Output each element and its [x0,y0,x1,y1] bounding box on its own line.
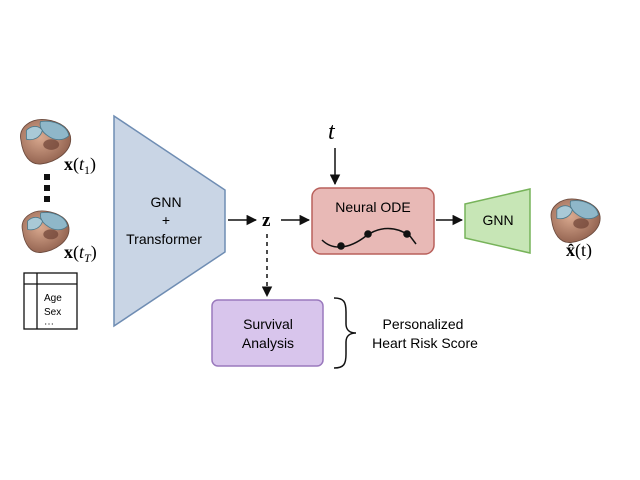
patient-table-icon: Age Sex ⋯ [23,272,78,330]
latent-symbol: z [262,210,271,231]
table-row-more: ⋯ [44,319,54,330]
risk-score-line2: Heart Risk Score [372,335,478,351]
trajectory-point [403,230,411,238]
heart-mesh-icon [21,210,70,254]
gnn-decoder-block: GNN [464,188,531,254]
gnn-decoder-label: GNN [482,212,513,228]
encoder-block: GNN + Transformer [113,114,226,328]
encoder-label-line2: + [162,212,170,228]
encoder-label-line1: GNN [150,194,181,210]
survival-label-line1: Survival [243,316,293,332]
survival-analysis-block: Survival Analysis [211,299,324,367]
heart-mesh-icon [550,198,601,244]
table-row-sex: Sex [44,307,61,318]
trajectory-point [337,242,345,250]
trajectory-point [364,230,372,238]
curly-brace [333,297,357,369]
survival-label-line2: Analysis [242,335,294,351]
sequence-ellipsis [44,174,50,202]
risk-score-line1: Personalized [383,316,464,332]
output-label: x̂(t) [566,240,592,261]
neural-ode-label: Neural ODE [335,199,410,215]
neural-ode-block: Neural ODE [311,187,435,255]
input-label-tT: x(tT) [64,242,97,265]
input-label-t1: x(t1) [64,154,96,177]
time-symbol: t [328,119,336,145]
table-row-age: Age [44,293,62,304]
encoder-label-line3: Transformer [126,231,202,247]
